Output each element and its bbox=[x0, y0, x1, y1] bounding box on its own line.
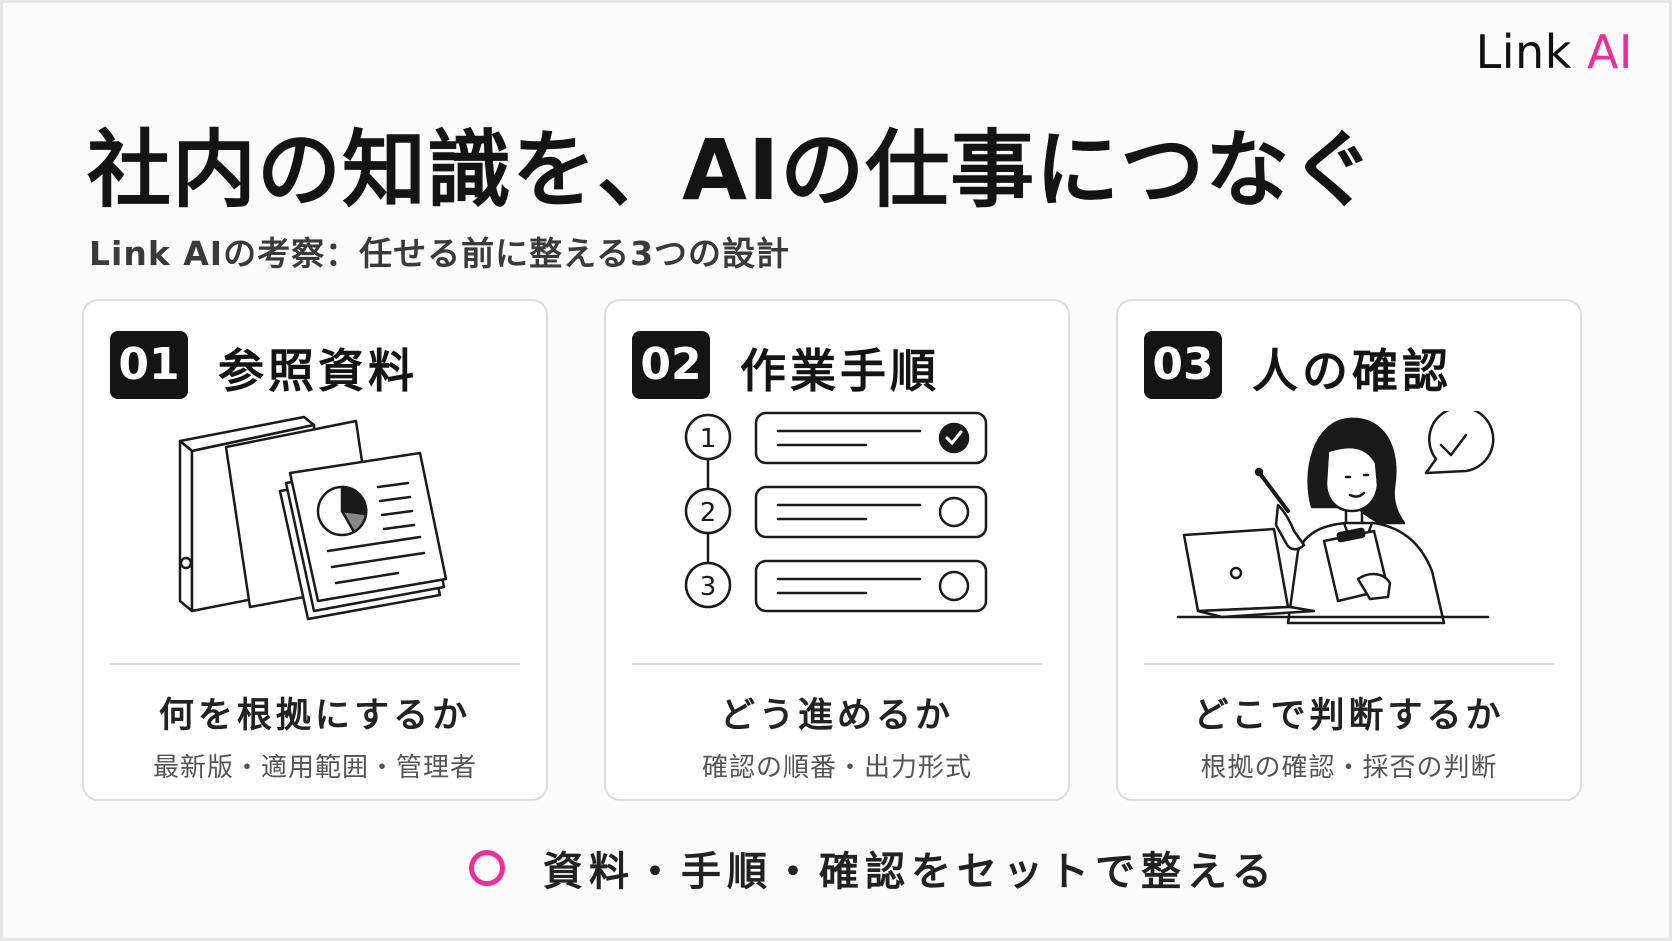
step-number: 3 bbox=[700, 572, 717, 602]
card-divider bbox=[110, 663, 520, 665]
card-title: 参照資料 bbox=[218, 344, 418, 398]
card-divider bbox=[632, 663, 1042, 665]
page-title: 社内の知識を、AIの仕事につなぐ bbox=[87, 121, 1376, 219]
ring-icon bbox=[469, 850, 505, 886]
person-reviewing-icon bbox=[1176, 411, 1495, 625]
step-number: 2 bbox=[700, 498, 717, 528]
card-reference-materials: 01 参照資料 何を根拠にするか bbox=[82, 299, 548, 801]
logo-accent-text: AI bbox=[1586, 25, 1633, 79]
card-title: 人の確認 bbox=[1252, 344, 1452, 398]
step-number: 1 bbox=[700, 424, 717, 454]
card-detail: 最新版・適用範囲・管理者 bbox=[152, 753, 477, 783]
card-divider bbox=[1144, 663, 1554, 665]
card-title: 作業手順 bbox=[740, 344, 940, 398]
footer-text: 資料・手順・確認をセットで整える bbox=[543, 849, 1278, 895]
card-question: どう進めるか bbox=[719, 696, 954, 736]
card-work-procedure: 02 作業手順 1 2 3 どう進めるか 確認の順番・出力形式 bbox=[604, 299, 1070, 801]
card-question: どこで判断するか bbox=[1193, 696, 1505, 736]
card-human-review: 03 人の確認 bbox=[1116, 299, 1582, 801]
card-number-badge: 02 bbox=[632, 331, 710, 399]
logo-text: Link bbox=[1475, 25, 1572, 79]
brand-logo: Link AI bbox=[1476, 25, 1633, 79]
card-question: 何を根拠にするか bbox=[158, 696, 472, 736]
card-number-badge: 01 bbox=[110, 331, 188, 399]
footer-summary: 資料・手順・確認をセットで整える bbox=[469, 843, 1278, 895]
card-detail: 確認の順番・出力形式 bbox=[701, 753, 972, 783]
documents-binder-icon bbox=[178, 415, 448, 621]
card-number-badge: 03 bbox=[1144, 331, 1222, 399]
step-checklist-icon: 1 2 3 bbox=[684, 411, 988, 613]
page-subtitle: Link AIの考察：任せる前に整える3つの設計 bbox=[89, 234, 791, 273]
card-detail: 根拠の確認・採否の判断 bbox=[1200, 753, 1498, 783]
slide: Link AI 社内の知識を、AIの仕事につなぐ Link AIの考察：任せる前… bbox=[3, 3, 1669, 938]
